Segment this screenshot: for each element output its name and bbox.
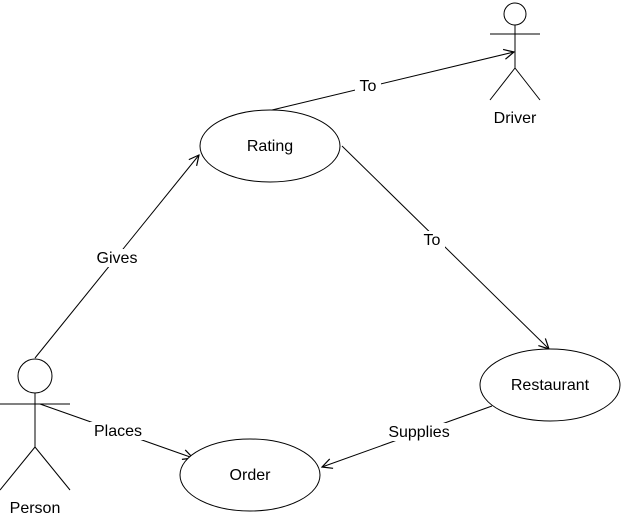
edge-label-rating-to-driver: To	[355, 77, 381, 95]
edge-label-person-gives-rating: Gives	[92, 249, 142, 267]
edge-label-person-places-order: Places	[90, 422, 146, 440]
edge-label-restaurant-supplies-order: Supplies	[384, 423, 454, 441]
actor-person-label: Person	[10, 500, 61, 517]
use-case-order[interactable]: Order	[179, 438, 321, 512]
edge-label-rating-to-restaurant: To	[419, 231, 445, 249]
use-case-rating-label: Rating	[247, 138, 293, 155]
actor-driver[interactable]: Driver	[489, 2, 541, 127]
svg-text:Gives: Gives	[97, 250, 138, 267]
use-case-rating[interactable]: Rating	[199, 109, 341, 183]
use-case-restaurant[interactable]: Restaurant	[479, 348, 621, 422]
svg-text:To: To	[424, 232, 441, 249]
actor-person[interactable]: Person	[0, 358, 71, 517]
use-case-restaurant-label: Restaurant	[511, 377, 590, 394]
edge-rating-to-driver[interactable]	[271, 52, 514, 111]
actor-driver-label: Driver	[494, 110, 537, 127]
svg-text:Places: Places	[94, 423, 142, 440]
edge-rating-to-restaurant[interactable]	[341, 145, 549, 349]
svg-text:To: To	[360, 78, 377, 95]
svg-text:Supplies: Supplies	[388, 424, 449, 441]
use-case-order-label: Order	[230, 467, 272, 484]
